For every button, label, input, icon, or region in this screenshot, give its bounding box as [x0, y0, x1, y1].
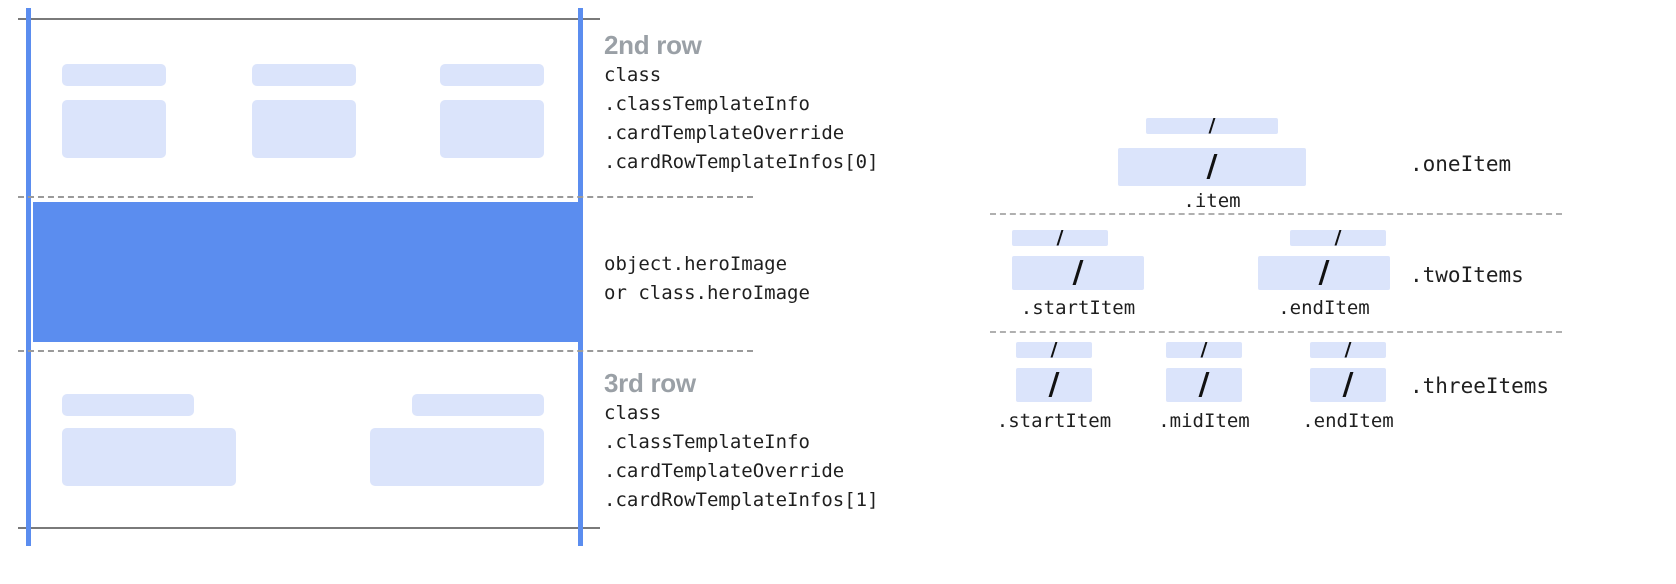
- row2-col1-value-placeholder: [62, 100, 166, 158]
- slash-glyph: /: [1206, 149, 1218, 184]
- row2-code: class .classTemplateInfo .cardTemplateOv…: [604, 64, 879, 173]
- threeitems-startitem-label-bar: /: [1016, 342, 1092, 358]
- twoitems-enditem-label-bar: /: [1290, 230, 1386, 246]
- oneitem-item-caption: .item: [1183, 190, 1241, 212]
- threeitems-enditem-label-bar: /: [1310, 342, 1386, 358]
- twoitems-enditem-caption: .endItem: [1278, 297, 1370, 319]
- slash-glyph: /: [1048, 368, 1060, 402]
- twoitems-startitem-value-bar: /: [1012, 256, 1144, 290]
- threeitems-startitem-value-bar: /: [1016, 368, 1092, 402]
- slash-glyph: /: [1334, 230, 1342, 246]
- row3-code: class .classTemplateInfo .cardTemplateOv…: [604, 402, 879, 511]
- slash-glyph: /: [1198, 368, 1210, 402]
- row2-annotation: 2nd row class .classTemplateInfo .cardTe…: [604, 30, 879, 177]
- group-label-threeitems: .threeItems: [1410, 374, 1550, 398]
- card-top-border: [18, 18, 600, 20]
- threeitems-startitem-caption: .startItem: [996, 410, 1112, 432]
- threeitems-enditem-caption: .endItem: [1302, 410, 1394, 432]
- group-label-oneitem: .oneItem: [1410, 152, 1512, 176]
- hero-code: object.heroImage or class.heroImage: [604, 253, 810, 304]
- twoitems-threeitems-divider: [990, 331, 1562, 333]
- row3-title: 3rd row: [604, 368, 696, 398]
- row2-hero-divider: [18, 196, 753, 198]
- threeitems-miditem-caption: .midItem: [1158, 410, 1250, 432]
- oneitem-twoitems-divider: [990, 213, 1562, 215]
- oneitem-item-label-bar: /: [1146, 118, 1278, 134]
- row2-title: 2nd row: [604, 30, 702, 60]
- slash-glyph: /: [1344, 342, 1352, 358]
- slash-glyph: /: [1200, 342, 1208, 358]
- slash-glyph: /: [1318, 256, 1330, 290]
- row2-col2-label-placeholder: [252, 64, 356, 86]
- slash-glyph: /: [1342, 368, 1354, 402]
- oneitem-item-value-bar: /: [1118, 148, 1306, 186]
- slash-glyph: /: [1208, 118, 1216, 134]
- twoitems-startitem-caption: .startItem: [1020, 297, 1136, 319]
- slash-glyph: /: [1056, 230, 1064, 246]
- row3-col1-label-placeholder: [62, 394, 194, 416]
- card-left-rail: [26, 8, 31, 546]
- row3-col2-label-placeholder: [412, 394, 544, 416]
- hero-image-band: [33, 202, 581, 342]
- slash-glyph: /: [1072, 256, 1084, 290]
- twoitems-enditem-value-bar: /: [1258, 256, 1390, 290]
- row3-annotation: 3rd row class .classTemplateInfo .cardTe…: [604, 368, 879, 515]
- hero-annotation: object.heroImage or class.heroImage: [604, 250, 810, 308]
- row2-col2-value-placeholder: [252, 100, 356, 158]
- threeitems-miditem-value-bar: /: [1166, 368, 1242, 402]
- row2-col3-label-placeholder: [440, 64, 544, 86]
- card-template-diagram: [0, 0, 753, 584]
- row2-col1-label-placeholder: [62, 64, 166, 86]
- card-bottom-border: [18, 527, 600, 529]
- slash-glyph: /: [1050, 342, 1058, 358]
- threeitems-enditem-value-bar: /: [1310, 368, 1386, 402]
- twoitems-startitem-label-bar: /: [1012, 230, 1108, 246]
- group-label-twoitems: .twoItems: [1410, 263, 1524, 287]
- threeitems-miditem-label-bar: /: [1166, 342, 1242, 358]
- row3-col2-value-placeholder: [370, 428, 544, 486]
- item-layout-diagram: / / .item .oneItem / / .startItem / / .e…: [960, 0, 1676, 584]
- row2-col3-value-placeholder: [440, 100, 544, 158]
- hero-row3-divider: [18, 350, 753, 352]
- row3-col1-value-placeholder: [62, 428, 236, 486]
